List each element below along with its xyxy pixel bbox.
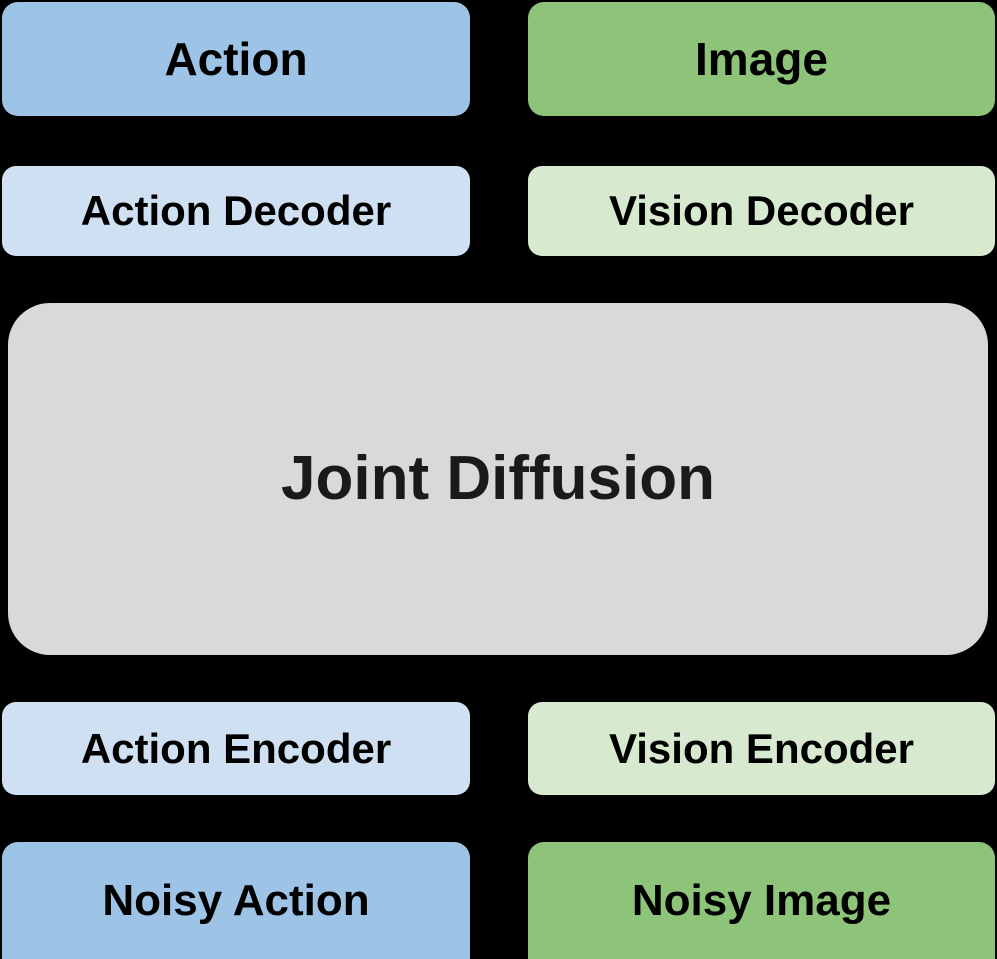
node-vision-decoder[interactable]: Vision Decoder — [528, 166, 995, 256]
node-noisy-image[interactable]: Noisy Image — [528, 842, 995, 959]
node-action-decoder[interactable]: Action Decoder — [2, 166, 470, 256]
node-image[interactable]: Image — [528, 2, 995, 116]
node-vision-decoder-label: Vision Decoder — [609, 187, 914, 234]
node-joint-diffusion-label: Joint Diffusion — [281, 444, 715, 513]
node-noisy-action[interactable]: Noisy Action — [2, 842, 470, 959]
node-action-label: Action — [164, 33, 308, 85]
node-noisy-image-label: Noisy Image — [631, 875, 892, 925]
node-joint-diffusion[interactable]: Joint Diffusion — [8, 303, 988, 655]
node-image-label: Image — [695, 33, 828, 85]
node-action-encoder-label: Action Encoder — [80, 724, 392, 772]
node-vision-encoder-label: Vision Encoder — [609, 724, 914, 772]
node-action-encoder[interactable]: Action Encoder — [2, 702, 470, 795]
node-vision-encoder[interactable]: Vision Encoder — [528, 702, 995, 795]
node-action-decoder-label: Action Decoder — [80, 187, 392, 234]
node-noisy-action-label: Noisy Action — [102, 875, 370, 925]
node-action[interactable]: Action — [2, 2, 470, 116]
